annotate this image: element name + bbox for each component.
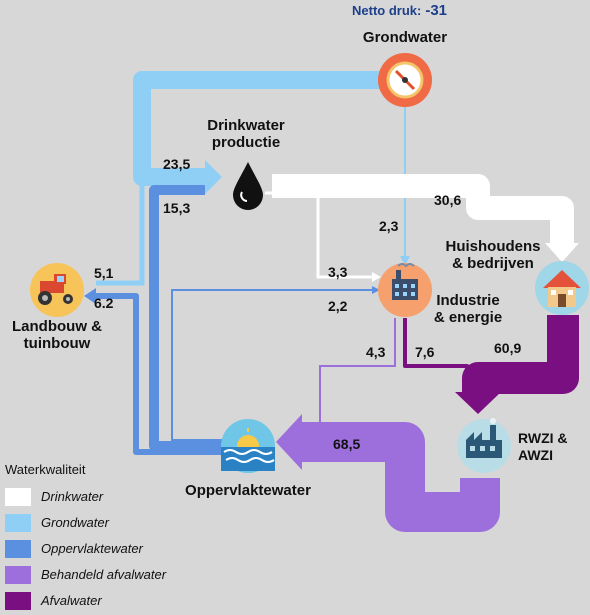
flow-label-drink-to-ind: 3,3 — [328, 264, 348, 280]
label-grondwater: Grondwater — [362, 29, 448, 46]
label-drinkwater-line1: Drinkwater — [207, 117, 285, 134]
flow-ind-to-ow — [288, 318, 396, 431]
pressure-label: Netto druk: — [352, 3, 422, 18]
label-landbouw-line1: Landbouw & — [12, 318, 102, 335]
label-drinkwater-line2: productie — [211, 134, 281, 151]
flow-ind-to-rwzi — [403, 318, 469, 392]
flow-label-ind-to-ow: 4,3 — [366, 344, 386, 360]
flow-gw-to-land — [96, 90, 145, 286]
legend-item-behandeld: Behandeld afvalwater — [5, 566, 245, 586]
rwzi-node — [457, 419, 511, 473]
legend-item-afvalwater: Afvalwater — [5, 592, 245, 612]
legend-label: Oppervlaktewater — [41, 541, 143, 556]
compass-icon — [402, 77, 408, 83]
label-rwzi-line1: RWZI & — [518, 430, 568, 446]
flow-ow-to-drink — [149, 185, 228, 451]
flow-huis-to-rwzi — [455, 315, 579, 414]
legend-label: Afvalwater — [41, 593, 102, 608]
flow-label-gw-to-drink: 23,5 — [163, 156, 191, 172]
label-industrie-line2: & energie — [433, 309, 503, 326]
flow-label-drink-to-huis: 30,6 — [434, 192, 462, 208]
industrie-node — [378, 263, 432, 317]
flow-label-ow-to-drink: 15,3 — [163, 200, 191, 216]
flow-drink-to-huis — [272, 174, 579, 262]
landbouw-node — [30, 263, 84, 317]
legend-swatch — [5, 488, 31, 506]
flow-ow-to-land — [84, 288, 225, 455]
legend-label: Grondwater — [41, 515, 109, 530]
label-huishoudens-line1: Huishoudens — [445, 238, 541, 255]
label-huishoudens: Huishoudens & bedrijven — [433, 238, 553, 272]
label-rwzi: RWZI & AWZI — [518, 430, 588, 464]
legend-swatch — [5, 540, 31, 558]
legend-label: Drinkwater — [41, 489, 104, 504]
tractor-icon — [42, 295, 70, 301]
flow-drink-to-ind — [265, 191, 381, 282]
factory-icon — [397, 263, 415, 268]
legend-item-drinkwater: Drinkwater — [5, 488, 245, 508]
label-huishoudens-line2: & bedrijven — [452, 255, 534, 272]
flow-label-ind-to-rwzi: 7,6 — [415, 344, 435, 360]
flow-rwzi-to-ow — [276, 414, 500, 532]
flow-label-ow-to-land: 6.2 — [94, 295, 114, 311]
flow-label-ow-to-ind: 2,2 — [328, 298, 348, 314]
house-icon — [551, 290, 573, 295]
treatment-plant-icon — [490, 418, 496, 424]
flow-label-huis-to-rwzi: 60,9 — [494, 340, 522, 356]
label-landbouw: Landbouw & tuinbouw — [2, 318, 112, 352]
label-oppervlaktewater: Oppervlaktewater — [185, 482, 311, 499]
legend-label: Behandeld afvalwater — [41, 567, 167, 582]
flow-label-gw-to-land: 5,1 — [94, 265, 114, 281]
flow-ow-to-ind — [171, 286, 380, 441]
legend-item-grondwater: Grondwater — [5, 514, 245, 534]
pressure-value: -31 — [425, 2, 448, 19]
label-landbouw-line2: tuinbouw — [23, 335, 91, 352]
legend-swatch — [5, 514, 31, 532]
legend-swatch — [5, 592, 31, 610]
label-industrie-line1: Industrie — [436, 292, 500, 309]
label-industrie: Industrie & energie — [420, 292, 516, 326]
legend-swatch — [5, 566, 31, 584]
flow-label-rwzi-to-ow: 68,5 — [333, 436, 361, 452]
oppervlaktewater-node — [221, 419, 275, 473]
flow-label-gw-to-ind: 2,3 — [379, 218, 399, 234]
legend-title: Waterkwaliteit — [5, 462, 86, 477]
label-rwzi-line2: AWZI — [518, 447, 553, 463]
legend-item-oppervlaktewater: Oppervlaktewater — [5, 540, 245, 560]
pressure-readout: Netto druk:-31 — [352, 2, 447, 19]
label-drinkwater: Drinkwater productie — [186, 117, 306, 151]
water-drop-icon — [233, 162, 263, 210]
